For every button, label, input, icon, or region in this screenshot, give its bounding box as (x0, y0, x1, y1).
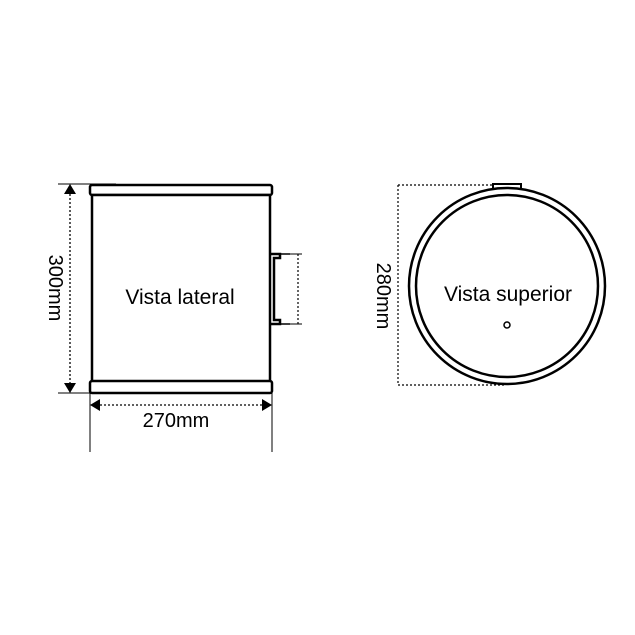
top-view-outer-rim (407, 186, 607, 386)
top-view: Vista superior (407, 183, 607, 386)
top-view-center-hole (503, 321, 511, 329)
top-view-inner-rim (414, 193, 600, 379)
height-dimension: 300mm (44, 183, 116, 394)
diameter-dimension-label: 280mm (372, 263, 394, 330)
top-view-label: Vista superior (444, 283, 572, 306)
side-view-top-rim (88, 183, 274, 197)
side-view-body (90, 193, 272, 384)
side-view: Vista lateral (88, 183, 302, 395)
width-dimension: 270mm (89, 393, 273, 452)
diameter-dimension: 280mm (372, 184, 505, 386)
width-dimension-label: 270mm (143, 410, 210, 432)
side-view-handle (270, 252, 282, 326)
height-dimension-label: 300mm (44, 255, 66, 322)
side-view-label: Vista lateral (125, 286, 234, 309)
side-view-bottom-rim (88, 379, 274, 395)
